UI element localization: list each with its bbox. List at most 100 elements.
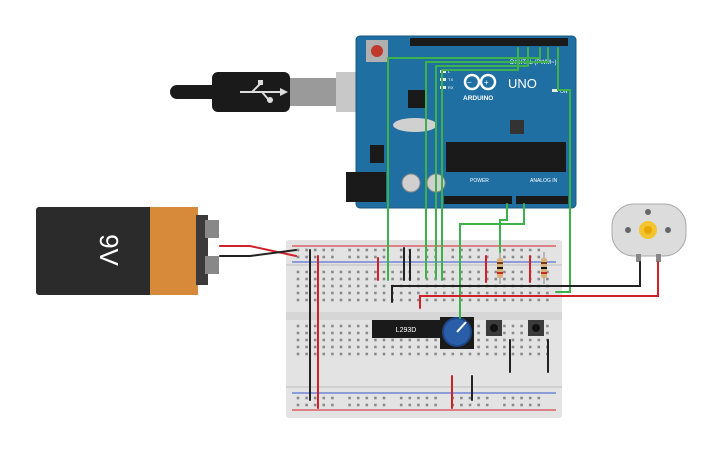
breadboard-hole[interactable] bbox=[537, 277, 541, 281]
breadboard-hole[interactable] bbox=[322, 324, 326, 328]
breadboard-hole[interactable] bbox=[511, 248, 515, 252]
breadboard-hole[interactable] bbox=[417, 298, 420, 302]
breadboard-hole[interactable] bbox=[374, 396, 377, 400]
breadboard-hole[interactable] bbox=[382, 338, 386, 342]
breadboard-hole[interactable] bbox=[460, 270, 463, 274]
breadboard-hole[interactable] bbox=[468, 352, 472, 356]
breadboard-hole[interactable] bbox=[399, 270, 403, 274]
breadboard-hole[interactable] bbox=[408, 298, 412, 302]
breadboard-hole[interactable] bbox=[331, 270, 334, 274]
breadboard-hole[interactable] bbox=[348, 277, 351, 281]
breadboard-hole[interactable] bbox=[417, 248, 420, 252]
breadboard-hole[interactable] bbox=[425, 298, 429, 302]
breadboard-hole[interactable] bbox=[322, 396, 326, 400]
breadboard-hole[interactable] bbox=[305, 284, 308, 288]
breadboard-hole[interactable] bbox=[520, 324, 523, 328]
breadboard-hole[interactable] bbox=[296, 270, 300, 274]
breadboard-hole[interactable] bbox=[356, 345, 360, 349]
breadboard-hole[interactable] bbox=[417, 270, 420, 274]
breadboard-hole[interactable] bbox=[313, 338, 317, 342]
breadboard-hole[interactable] bbox=[356, 248, 360, 252]
breadboard-hole[interactable] bbox=[468, 291, 472, 295]
breadboard-hole[interactable] bbox=[417, 338, 420, 342]
breadboard-hole[interactable] bbox=[374, 291, 377, 295]
breadboard-hole[interactable] bbox=[305, 403, 308, 407]
breadboard-hole[interactable] bbox=[305, 396, 308, 400]
reset-button[interactable] bbox=[366, 40, 388, 62]
breadboard-hole[interactable] bbox=[374, 284, 377, 288]
breadboard-hole[interactable] bbox=[520, 338, 523, 342]
breadboard-hole[interactable] bbox=[391, 345, 394, 349]
breadboard-hole[interactable] bbox=[537, 270, 541, 274]
breadboard-hole[interactable] bbox=[339, 270, 343, 274]
breadboard-hole[interactable] bbox=[331, 345, 334, 349]
breadboard-hole[interactable] bbox=[408, 352, 412, 356]
breadboard-hole[interactable] bbox=[537, 403, 541, 407]
breadboard-hole[interactable] bbox=[339, 331, 343, 335]
breadboard-hole[interactable] bbox=[451, 248, 455, 252]
breadboard-hole[interactable] bbox=[485, 396, 489, 400]
breadboard-hole[interactable] bbox=[331, 284, 334, 288]
breadboard-hole[interactable] bbox=[485, 277, 489, 281]
breadboard-hole[interactable] bbox=[382, 345, 386, 349]
breadboard-hole[interactable] bbox=[468, 248, 472, 252]
breadboard-hole[interactable] bbox=[451, 277, 455, 281]
breadboard-hole[interactable] bbox=[305, 255, 308, 259]
breadboard-hole[interactable] bbox=[494, 291, 498, 295]
breadboard-hole[interactable] bbox=[520, 248, 523, 252]
breadboard-hole[interactable] bbox=[331, 248, 334, 252]
breadboard-hole[interactable] bbox=[382, 396, 386, 400]
breadboard-hole[interactable] bbox=[365, 298, 369, 302]
breadboard-hole[interactable] bbox=[322, 255, 326, 259]
breadboard-hole[interactable] bbox=[511, 345, 515, 349]
breadboard-hole[interactable] bbox=[468, 396, 472, 400]
breadboard-hole[interactable] bbox=[511, 298, 515, 302]
breadboard-hole[interactable] bbox=[546, 298, 549, 302]
breadboard-hole[interactable] bbox=[365, 338, 369, 342]
digital-header[interactable] bbox=[410, 38, 568, 46]
breadboard-hole[interactable] bbox=[485, 291, 489, 295]
breadboard-hole[interactable] bbox=[365, 352, 369, 356]
breadboard-hole[interactable] bbox=[382, 284, 386, 288]
breadboard-hole[interactable] bbox=[451, 298, 455, 302]
breadboard-hole[interactable] bbox=[485, 403, 489, 407]
breadboard-hole[interactable] bbox=[365, 284, 369, 288]
breadboard-hole[interactable] bbox=[485, 338, 489, 342]
breadboard-hole[interactable] bbox=[477, 331, 480, 335]
breadboard-hole[interactable] bbox=[442, 298, 446, 302]
breadboard-hole[interactable] bbox=[374, 338, 377, 342]
breadboard-hole[interactable] bbox=[511, 331, 515, 335]
breadboard-hole[interactable] bbox=[511, 277, 515, 281]
breadboard-hole[interactable] bbox=[511, 352, 515, 356]
breadboard-hole[interactable] bbox=[356, 331, 360, 335]
breadboard-hole[interactable] bbox=[382, 291, 386, 295]
breadboard-hole[interactable] bbox=[322, 248, 326, 252]
breadboard-hole[interactable] bbox=[546, 331, 549, 335]
l293d-chip[interactable]: L293D bbox=[372, 320, 440, 338]
breadboard-hole[interactable] bbox=[537, 248, 541, 252]
breadboard-hole[interactable] bbox=[331, 291, 334, 295]
breadboard-hole[interactable] bbox=[511, 403, 515, 407]
breadboard-hole[interactable] bbox=[425, 291, 429, 295]
breadboard-hole[interactable] bbox=[365, 248, 369, 252]
breadboard-hole[interactable] bbox=[356, 338, 360, 342]
breadboard-hole[interactable] bbox=[460, 352, 463, 356]
breadboard-hole[interactable] bbox=[365, 345, 369, 349]
breadboard-hole[interactable] bbox=[339, 298, 343, 302]
breadboard-hole[interactable] bbox=[313, 396, 317, 400]
breadboard-hole[interactable] bbox=[485, 345, 489, 349]
breadboard-hole[interactable] bbox=[434, 298, 437, 302]
breadboard-hole[interactable] bbox=[546, 277, 549, 281]
breadboard-hole[interactable] bbox=[468, 298, 472, 302]
breadboard-hole[interactable] bbox=[339, 352, 343, 356]
breadboard-hole[interactable] bbox=[494, 277, 498, 281]
breadboard-hole[interactable] bbox=[313, 284, 317, 288]
breadboard-hole[interactable] bbox=[494, 345, 498, 349]
arduino-board[interactable]: DIGITAL (PWM~) − + ARDUINO UNO ON TX RX … bbox=[346, 35, 577, 209]
breadboard-hole[interactable] bbox=[408, 291, 412, 295]
breadboard-hole[interactable] bbox=[305, 338, 308, 342]
breadboard-hole[interactable] bbox=[391, 277, 394, 281]
breadboard-hole[interactable] bbox=[382, 298, 386, 302]
breadboard-hole[interactable] bbox=[399, 345, 403, 349]
breadboard-hole[interactable] bbox=[485, 248, 489, 252]
